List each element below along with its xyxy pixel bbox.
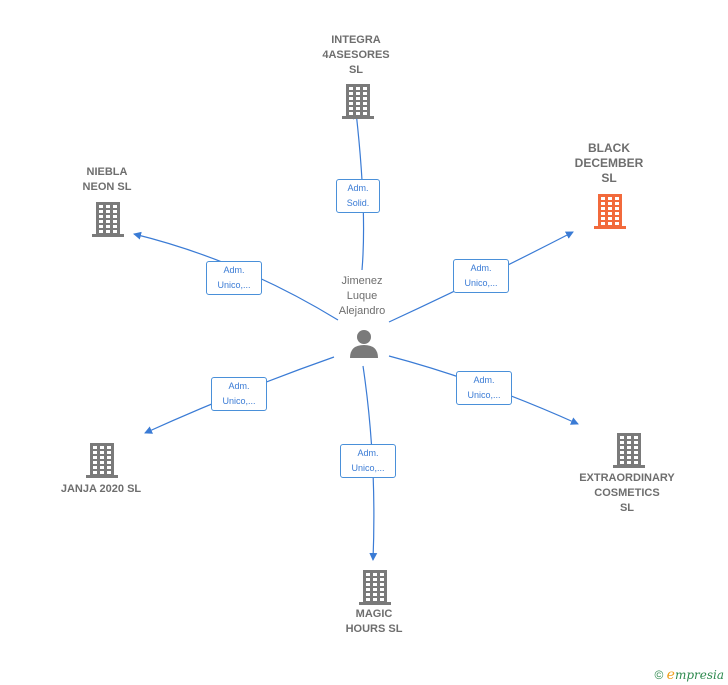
edge-label-magic[interactable]: Adm. Unico,... xyxy=(340,444,396,478)
company-label-black[interactable]: BLACK DECEMBER SL xyxy=(574,141,644,185)
edge-label-black[interactable]: Adm. Unico,... xyxy=(453,259,509,293)
building-icon[interactable] xyxy=(594,194,626,229)
edge-label-extra[interactable]: Adm. Unico,... xyxy=(456,371,512,405)
building-icon[interactable] xyxy=(613,433,645,468)
company-label-magic[interactable]: MAGIC HOURS SL xyxy=(345,608,403,635)
edge-label-integra[interactable]: Adm. Solid. xyxy=(336,179,380,213)
center-person-name[interactable]: Jimenez Luque Alejandro xyxy=(338,275,386,317)
company-label-integra[interactable]: INTEGRA 4ASESORES SL xyxy=(322,34,390,76)
edge-label-niebla[interactable]: Adm. Unico,... xyxy=(206,261,262,295)
building-icon[interactable] xyxy=(359,570,391,605)
company-label-niebla[interactable]: NIEBLA NEON SL xyxy=(82,166,132,193)
building-icon[interactable] xyxy=(86,443,118,478)
company-label-janja[interactable]: JANJA 2020 SL xyxy=(60,483,142,495)
building-icon[interactable] xyxy=(92,202,124,237)
copyright-symbol: © xyxy=(654,668,664,682)
footer-brand: © empresia xyxy=(654,667,724,683)
company-label-extra[interactable]: EXTRAORDINARY COSMETICS SL xyxy=(579,472,675,514)
person-icon[interactable] xyxy=(350,330,378,358)
brand-logo-text: mpresia xyxy=(674,668,724,682)
edge-label-janja[interactable]: Adm. Unico,... xyxy=(211,377,267,411)
brand-logo-initial: e xyxy=(666,667,675,683)
building-icon[interactable] xyxy=(342,84,374,119)
